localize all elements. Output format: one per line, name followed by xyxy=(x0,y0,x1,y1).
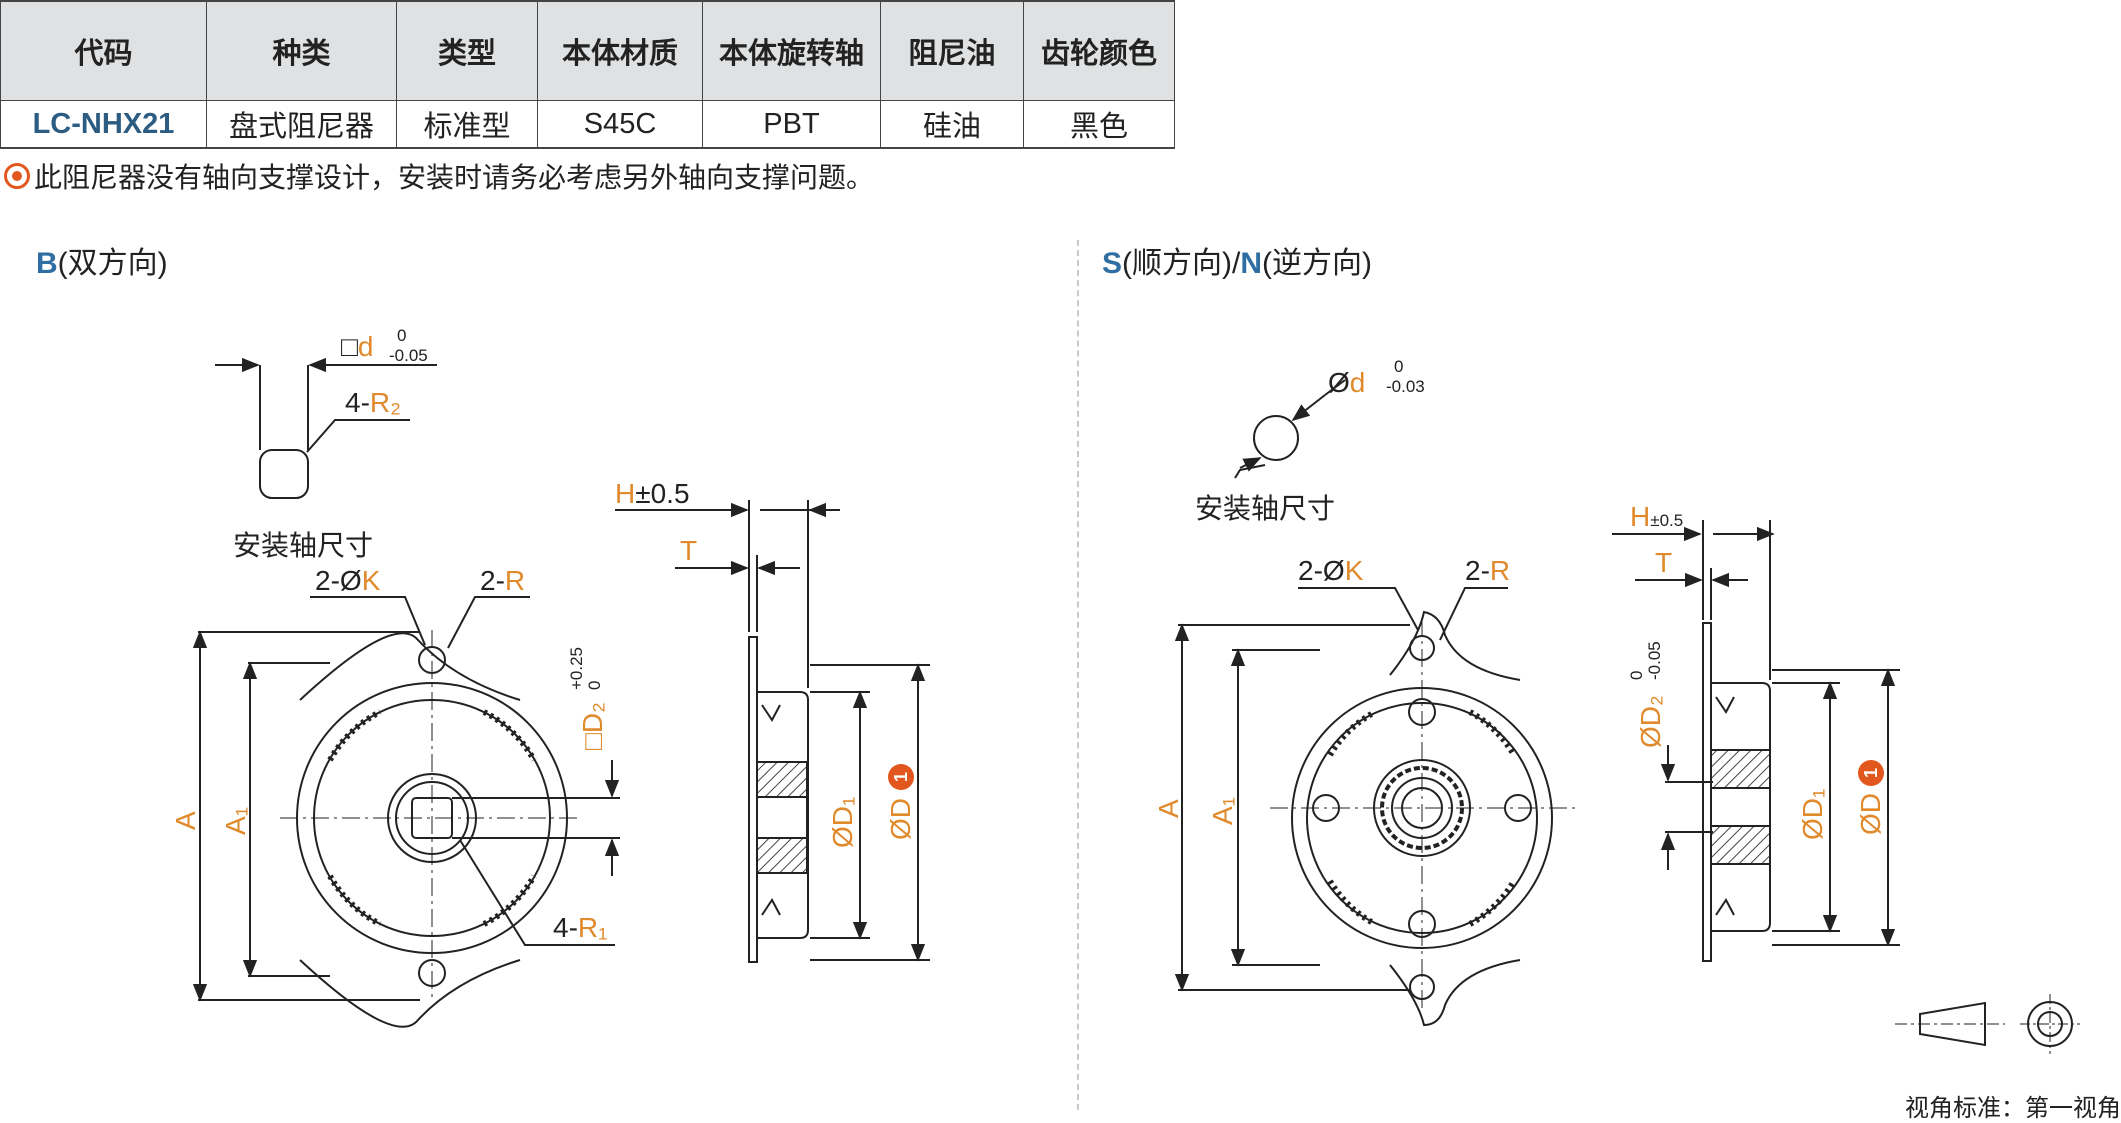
right-dd-label: ØD xyxy=(1855,793,1886,835)
right-d-tol-upper: 0 xyxy=(1394,357,1403,376)
right-a1-label: A₁ xyxy=(1207,797,1238,825)
header-cell-material: 本体材质 xyxy=(537,0,703,101)
header-cell-gear-color: 齿轮颜色 xyxy=(1023,0,1175,101)
right-title-s: S xyxy=(1102,247,1123,280)
left-k-label: 2-ØK xyxy=(315,565,381,596)
left-front-view xyxy=(192,596,620,1028)
left-square-shaft-section xyxy=(259,449,309,499)
right-d1-label: ØD₁ xyxy=(1797,789,1828,840)
table-row: LC-NHX21 盘式阻尼器 标准型 S45C PBT 硅油 黑色 xyxy=(0,100,1175,149)
right-a-label: A xyxy=(1153,799,1184,818)
right-d2-tol-lower: -0.05 xyxy=(1645,641,1664,680)
right-k-label: 2-ØK xyxy=(1298,555,1364,586)
right-d-label: Ød xyxy=(1328,367,1365,398)
left-r2-label: 4-R₂ xyxy=(345,387,401,418)
right-d2-label: ØD₂ xyxy=(1635,695,1666,748)
left-dd-label: ØD xyxy=(885,798,916,840)
right-title-n: N xyxy=(1240,247,1263,280)
left-side-view xyxy=(615,500,930,963)
note-bullet-icon xyxy=(4,163,30,189)
cell-material: S45C xyxy=(537,100,703,149)
note-text: 此阻尼器没有轴向支撑设计，安装时请务必考虑另外轴向支撑问题。 xyxy=(34,162,875,193)
left-section-title: B(双方向) xyxy=(36,238,168,282)
spec-table: 代码 种类 类型 本体材质 本体旋转轴 阻尼油 齿轮颜色 LC-NHX21 盘式… xyxy=(0,0,1175,149)
right-round-shaft-section xyxy=(1253,415,1299,461)
right-shaft-size-detail xyxy=(1234,379,1346,479)
left-d-label: □d xyxy=(341,331,374,362)
right-t-label: T xyxy=(1655,547,1672,578)
cell-gear-color: 黑色 xyxy=(1023,100,1175,149)
left-h-label: H±0.5 xyxy=(615,478,690,509)
cell-type: 标准型 xyxy=(396,100,538,149)
right-r-label: 2-R xyxy=(1465,555,1510,586)
right-dimension-labels: Ød 0 -0.03 安装轴尺寸 2-ØK 2-R A A₁ H±0.5 T Ø… xyxy=(1153,357,1886,840)
projection-standard-label: 视角标准：第一视角 xyxy=(1905,1095,2121,1122)
left-d1-label: ØD₁ xyxy=(827,797,858,848)
left-note-badge: 1 xyxy=(891,772,911,782)
left-d2-tol-upper: +0.25 xyxy=(567,647,586,690)
right-front-view xyxy=(1174,587,1580,1027)
header-cell-axis: 本体旋转轴 xyxy=(702,0,881,101)
left-a-label: A xyxy=(170,811,201,830)
header-cell-code: 代码 xyxy=(0,0,207,101)
left-d2-tol-lower: 0 xyxy=(585,681,604,690)
cell-oil: 硅油 xyxy=(880,100,1024,149)
left-t-label: T xyxy=(680,535,697,566)
left-d-tol-lower: -0.05 xyxy=(389,346,428,365)
header-cell-type: 类型 xyxy=(396,0,538,101)
right-side-view xyxy=(1612,520,1900,962)
support-note: 此阻尼器没有轴向支撑设计，安装时请务必考虑另外轴向支撑问题。 xyxy=(4,156,874,196)
left-title-code: B xyxy=(36,247,58,280)
header-cell-oil: 阻尼油 xyxy=(880,0,1024,101)
right-note-badge: 1 xyxy=(1861,768,1881,778)
left-a1-label: A₁ xyxy=(220,807,251,835)
first-angle-projection-icon xyxy=(1895,994,2080,1054)
left-shaft-size-detail xyxy=(215,357,437,499)
table-header-row: 代码 种类 类型 本体材质 本体旋转轴 阻尼油 齿轮颜色 xyxy=(0,0,1175,101)
right-shaft-caption: 安装轴尺寸 xyxy=(1195,493,1335,524)
right-title-rest: (逆方向) xyxy=(1262,247,1372,280)
left-r1-label: 4-R₁ xyxy=(553,912,608,943)
left-dimension-labels: □d 0 -0.05 4-R₂ 安装轴尺寸 2-ØK 2-R 4-R₁ A A₁… xyxy=(170,326,916,943)
right-d-tol-lower: -0.03 xyxy=(1386,377,1425,396)
right-title-mid: (顺方向)/ xyxy=(1122,247,1241,280)
right-d2-tol-upper: 0 xyxy=(1627,671,1646,680)
right-h-label: H±0.5 xyxy=(1630,501,1683,532)
left-d-tol-upper: 0 xyxy=(397,326,406,345)
cell-axis: PBT xyxy=(702,100,881,149)
left-shaft-caption: 安装轴尺寸 xyxy=(233,530,373,561)
cell-code: LC-NHX21 xyxy=(0,100,207,149)
left-d2-label: □D₂ xyxy=(577,702,608,750)
section-divider xyxy=(1077,240,1079,1110)
header-cell-kind: 种类 xyxy=(206,0,397,101)
left-title-rest: (双方向) xyxy=(57,247,168,280)
cell-kind: 盘式阻尼器 xyxy=(206,100,397,149)
right-section-title: S(顺方向)/N(逆方向) xyxy=(1102,238,1372,282)
left-r-label: 2-R xyxy=(480,565,525,596)
